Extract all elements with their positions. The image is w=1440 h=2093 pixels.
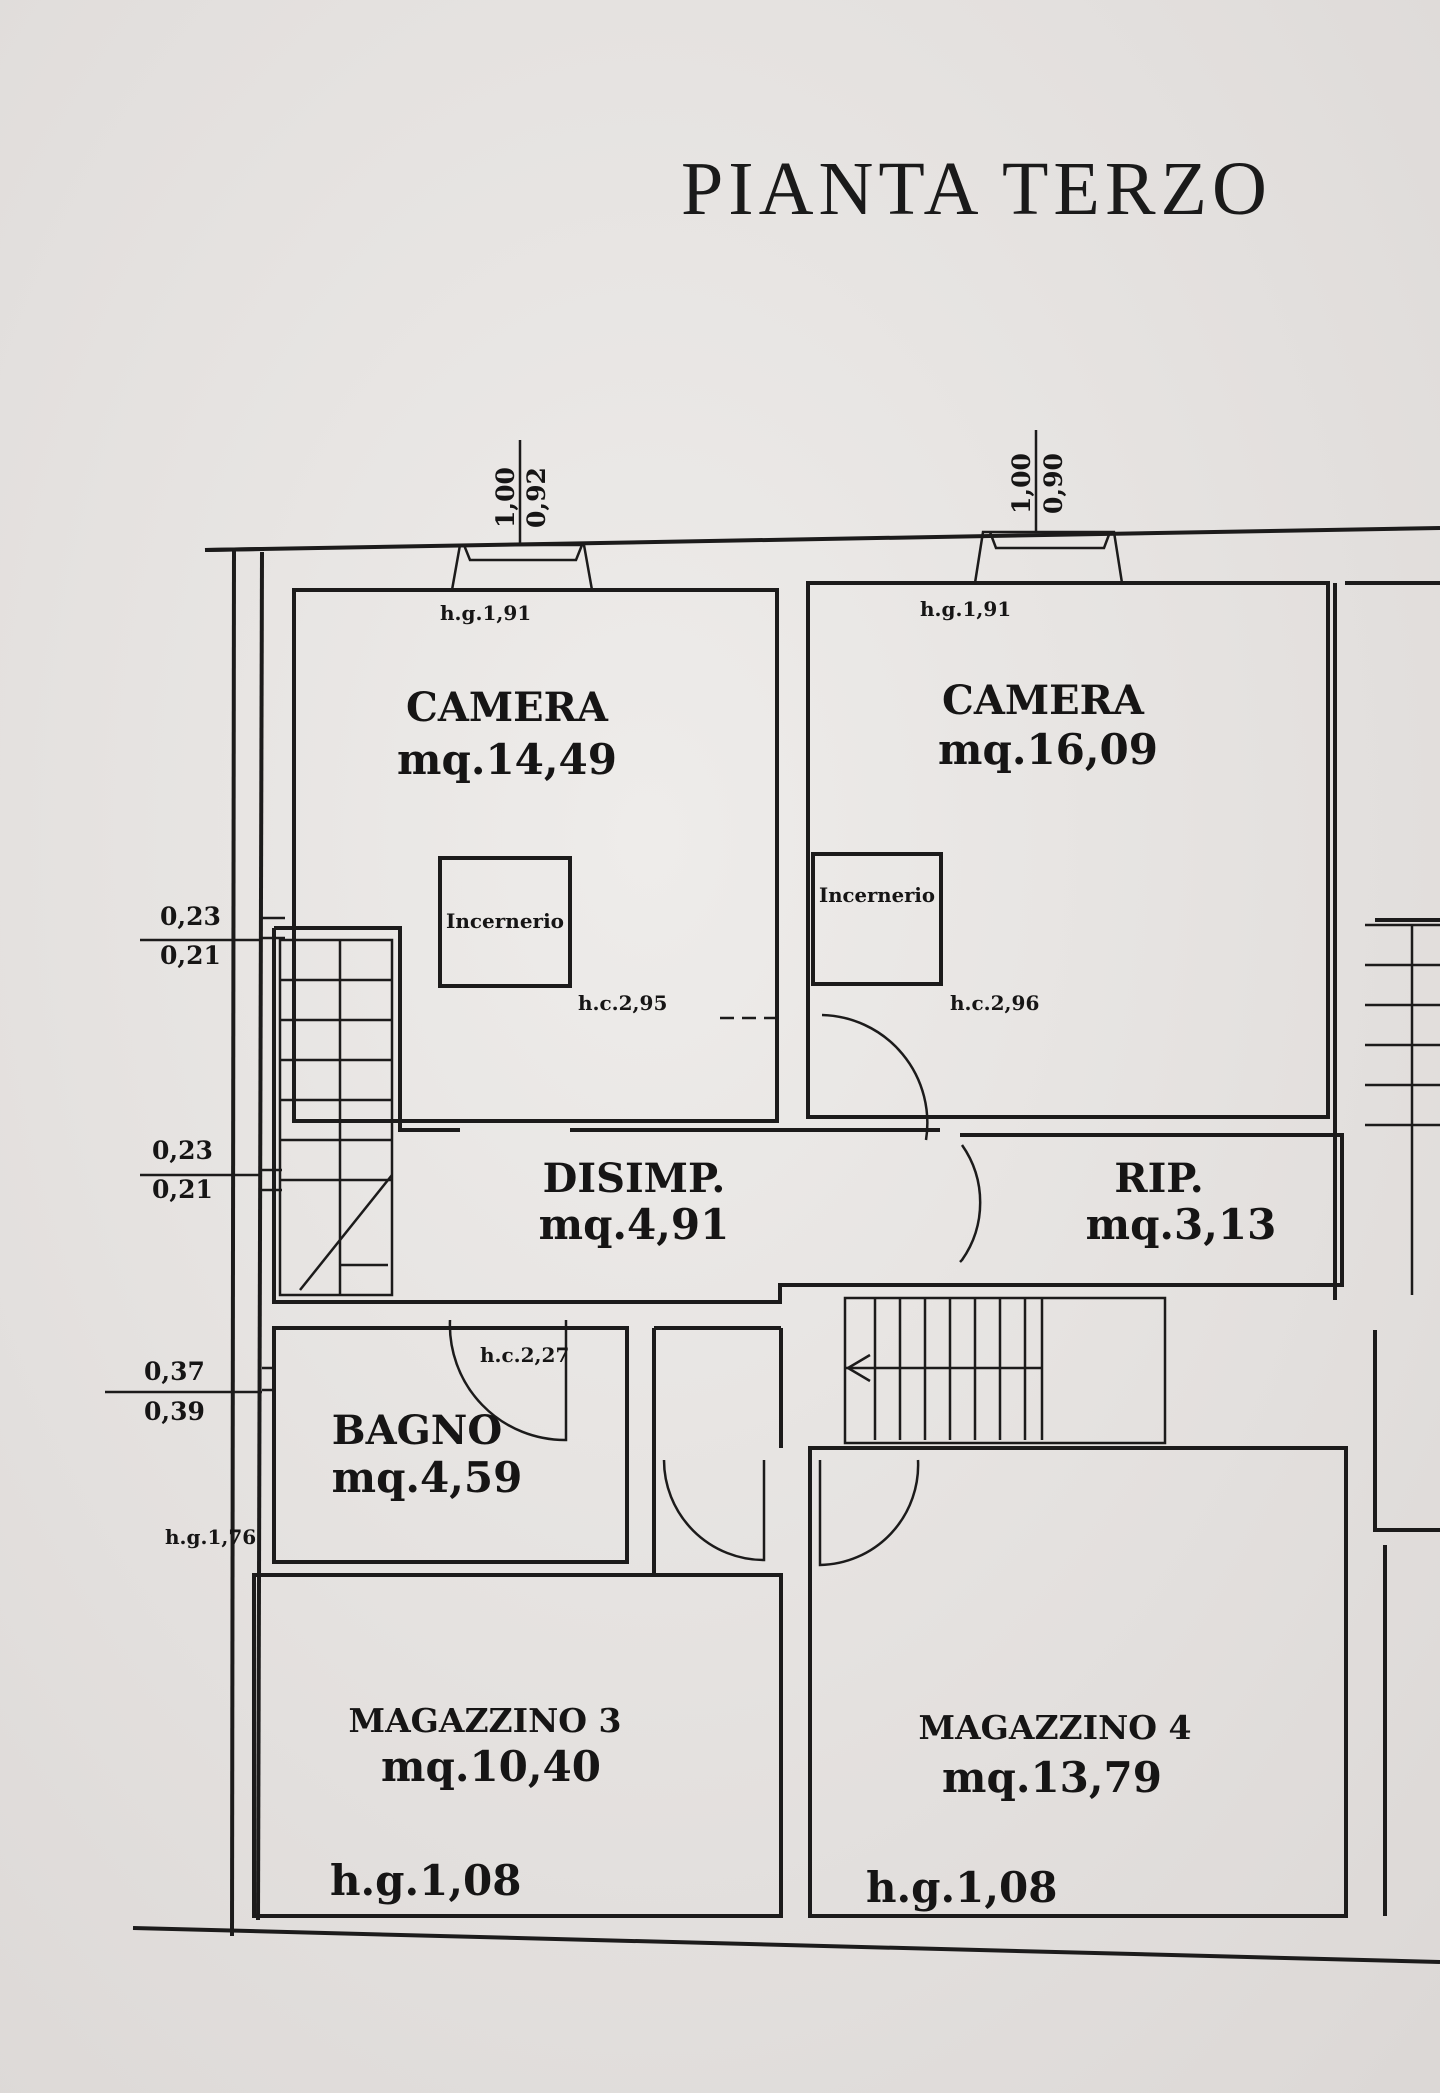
ripostiglio-door-swing [959, 1144, 982, 1263]
room-name: CAMERA [406, 684, 609, 731]
window-dimensions: 1,00 0,92 1,00 0,90 [491, 453, 1068, 528]
central-staircase [843, 1296, 1167, 1445]
room-name: CAMERA [942, 677, 1145, 724]
disimpegno-outline [272, 926, 1344, 1304]
room-area: mq.14,49 [397, 735, 617, 784]
height: h.g.1,08 [330, 1856, 521, 1905]
svg-text:0,21: 0,21 [160, 941, 221, 970]
room-labels: CAMERA mq.14,49 CAMERA mq.16,09 DISIMP. … [332, 677, 1277, 1802]
svg-text:1,00: 1,00 [1007, 453, 1036, 514]
svg-text:0,23: 0,23 [160, 902, 221, 931]
room-name: BAGNO [332, 1407, 502, 1454]
fixture-label: Incernerio [446, 909, 564, 933]
fixtures: Incernerio Incernerio [438, 852, 943, 988]
ceiling-height: h.c.2,27 [480, 1343, 569, 1367]
window-height: h.g.1,91 [920, 597, 1011, 621]
plan-title: PIANTA TERZO [681, 147, 1272, 231]
svg-text:0,90: 0,90 [1039, 453, 1068, 514]
camera-2-outline [806, 581, 1330, 1119]
magazzino-3-outline [252, 1573, 783, 1918]
camera-1-outline [292, 588, 779, 1123]
svg-text:0,92: 0,92 [522, 467, 551, 528]
room-area: mq.10,40 [381, 1742, 601, 1791]
svg-text:1,00: 1,00 [491, 467, 520, 528]
svg-text:0,23: 0,23 [152, 1136, 213, 1165]
windows [105, 430, 1124, 1394]
dimension-lines [105, 938, 262, 1394]
room-name: MAGAZZINO 4 [919, 1708, 1192, 1747]
doors [448, 1013, 982, 1567]
svg-text:0,21: 0,21 [152, 1175, 213, 1204]
corridor-outline [652, 1326, 783, 1575]
room-area: mq.13,79 [942, 1753, 1162, 1802]
right-staircase [1365, 923, 1440, 1295]
svg-text:0,39: 0,39 [144, 1397, 205, 1426]
side-openings [262, 916, 285, 1392]
magazzino-4-door-swing [818, 1459, 920, 1567]
adjacent-rooms-outline [1373, 918, 1440, 1916]
fixture-label: Incernerio [819, 883, 935, 907]
window-camera-2 [973, 530, 1124, 584]
ceiling-height: h.c.2,96 [950, 991, 1039, 1015]
room-name: MAGAZZINO 3 [349, 1701, 622, 1740]
outer-walls [132, 526, 1440, 1964]
height: h.g.1,08 [866, 1863, 1057, 1912]
room-area: mq.16,09 [938, 725, 1158, 774]
fixture-camera-2 [811, 852, 943, 986]
window-height: h.g.1,91 [440, 601, 531, 625]
room-name: RIP. [1114, 1155, 1203, 1202]
adjacent-unit-outline [1333, 581, 1440, 1300]
left-staircase [278, 938, 394, 1297]
room-area: mq.3,13 [1086, 1200, 1277, 1249]
room-area: mq.4,59 [332, 1453, 523, 1502]
fixture-camera-1 [438, 856, 572, 988]
height-labels: h.g.1,91 h.g.1,91 h.c.2,95 h.c.2,96 h.c.… [165, 597, 1057, 1912]
window-height: h.g.1,76 [165, 1525, 256, 1549]
room-area: mq.4,91 [539, 1200, 730, 1249]
camera-2-door-swing [821, 1013, 929, 1141]
svg-text:0,37: 0,37 [144, 1357, 205, 1386]
side-dimensions: 0,23 0,21 0,23 0,21 0,37 0,39 [144, 902, 221, 1426]
magazzino-3-door-swing [662, 1459, 766, 1562]
room-name: DISIMP. [543, 1155, 726, 1202]
magazzino-4-outline [808, 1446, 1348, 1918]
ceiling-height: h.c.2,95 [578, 991, 667, 1015]
bagno-door-swing [448, 1319, 568, 1442]
window-camera-1 [450, 543, 594, 591]
